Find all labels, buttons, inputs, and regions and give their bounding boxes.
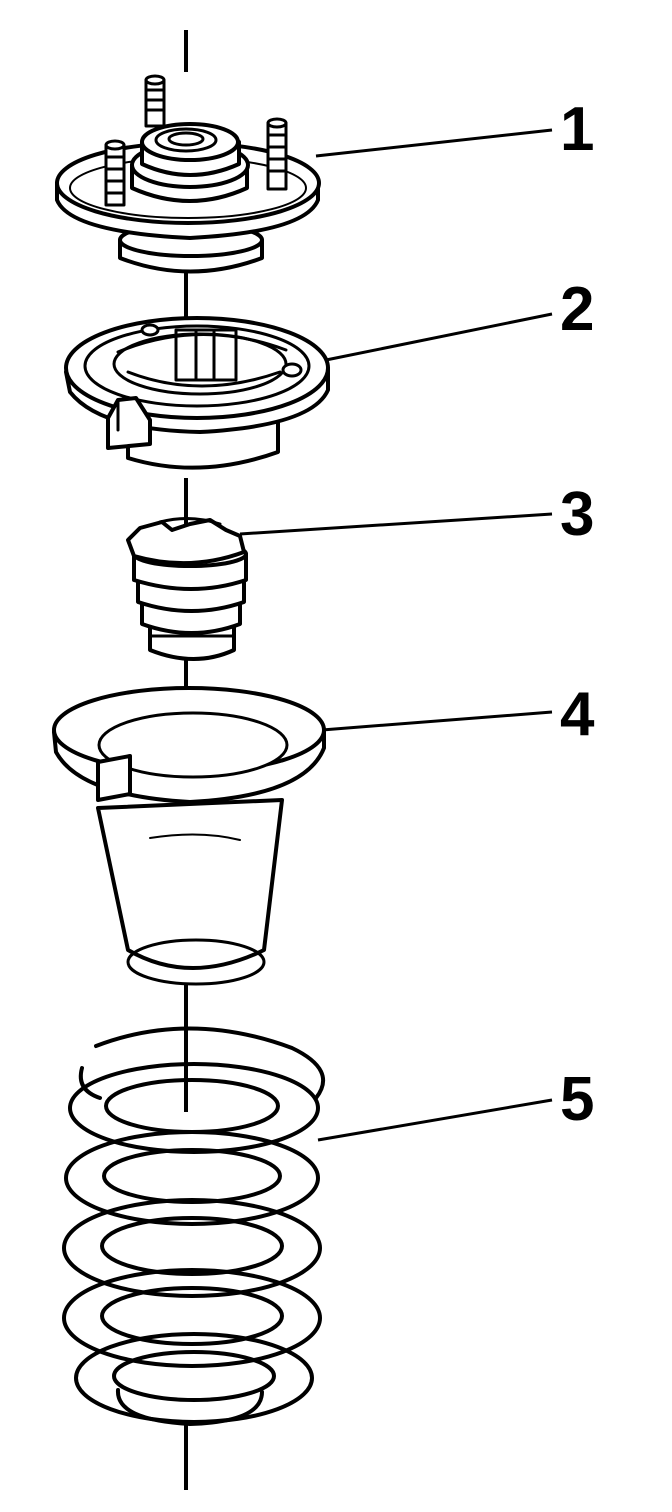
upper-spring-seat [64, 316, 330, 470]
mount-stud [144, 74, 166, 128]
callout-4: 4 [560, 680, 595, 749]
mount-stud [104, 139, 126, 207]
upper-strut-mount [55, 74, 321, 274]
callout-2: 2 [560, 275, 594, 344]
spring-coil [62, 1198, 322, 1298]
leader-line-3 [239, 512, 553, 536]
coil-spring [62, 1026, 326, 1426]
callout-5: 5 [560, 1065, 594, 1134]
spring-coil [62, 1268, 322, 1368]
jounce-bumper [126, 517, 248, 661]
leader-line-4 [321, 710, 553, 732]
leader-line-1 [315, 128, 553, 158]
leader-line-5 [317, 1098, 553, 1142]
spring-coil [68, 1062, 320, 1154]
leader-line-2 [325, 312, 553, 362]
spring-coil [64, 1130, 320, 1226]
callout-3: 3 [560, 480, 594, 549]
dust-shield [52, 686, 326, 986]
callout-1: 1 [560, 95, 594, 164]
spring-coil [74, 1332, 314, 1424]
mount-stud [266, 117, 288, 191]
